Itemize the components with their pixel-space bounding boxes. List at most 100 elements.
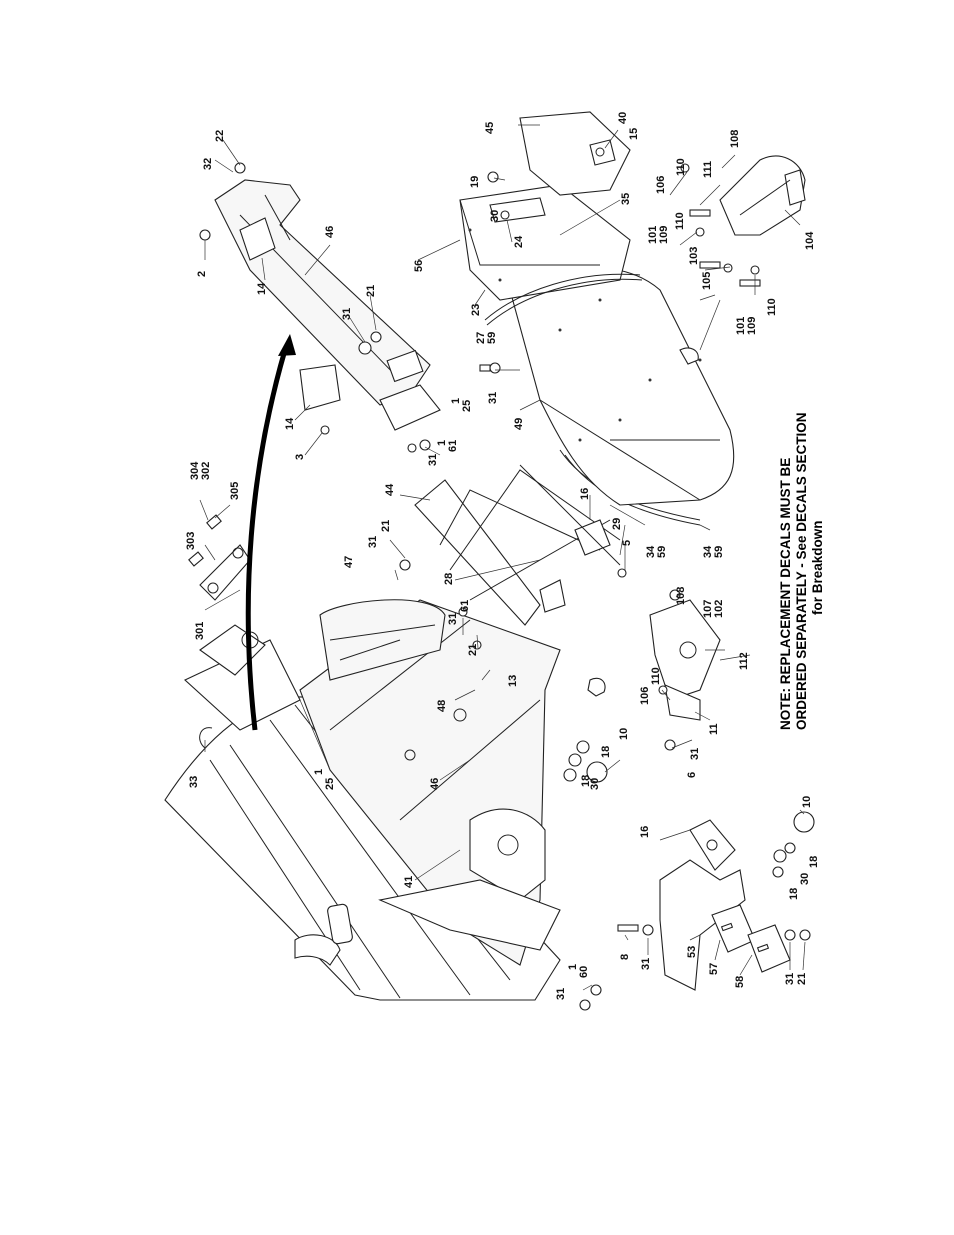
- callout-16: 16: [579, 488, 591, 500]
- callout-112: 112: [738, 652, 750, 670]
- callout-28: 28: [443, 573, 455, 585]
- callout-106: 106: [655, 176, 667, 194]
- callout-10: 10: [801, 796, 813, 808]
- leader-lines: [199, 124, 806, 991]
- callout-59: 59: [486, 332, 498, 344]
- callout-22: 22: [214, 130, 226, 142]
- callout-101: 101: [647, 226, 659, 244]
- callout-35: 35: [620, 193, 632, 205]
- cover-45: [519, 111, 631, 196]
- callout-104: 104: [804, 231, 816, 250]
- callout-21: 21: [380, 520, 392, 532]
- callout-21: 21: [467, 644, 479, 656]
- callout-45: 45: [484, 122, 496, 134]
- bracket-112: [587, 599, 721, 721]
- callout-18: 18: [788, 888, 800, 900]
- callout-46: 46: [429, 778, 441, 790]
- callout-111: 111: [702, 161, 714, 178]
- callout-11: 11: [708, 723, 720, 735]
- decal-note: NOTE: REPLACEMENT DECALS MUST BE ORDERED…: [778, 412, 825, 730]
- hardware: [199, 162, 815, 1011]
- callout-16: 16: [639, 826, 651, 838]
- callout-2: 2: [196, 271, 208, 277]
- callout-32: 32: [202, 158, 214, 170]
- callout-31: 31: [784, 973, 796, 985]
- callout-40: 40: [617, 112, 629, 124]
- callout-14: 14: [256, 282, 268, 295]
- assembly-arrow: [245, 334, 296, 731]
- callout-60: 60: [578, 966, 590, 978]
- callout-304: 304: [189, 461, 201, 480]
- callout-34: 34: [702, 545, 714, 558]
- callout-8: 8: [619, 954, 631, 960]
- strip-27: [484, 273, 643, 326]
- callout-41: 41: [403, 876, 415, 888]
- callout-61: 61: [447, 440, 459, 452]
- callout-47: 47: [343, 556, 355, 568]
- callout-30: 30: [799, 873, 811, 885]
- callout-109: 109: [746, 317, 758, 335]
- callout-24: 24: [513, 235, 525, 248]
- callout-1: 1: [313, 769, 325, 775]
- callout-31: 31: [447, 613, 459, 625]
- callout-31: 31: [427, 454, 439, 466]
- callout-31: 31: [689, 748, 701, 760]
- callout-31: 31: [367, 536, 379, 548]
- callout-25: 25: [461, 400, 473, 412]
- callout-29: 29: [611, 518, 623, 530]
- callout-18: 18: [808, 856, 820, 868]
- callout-61: 61: [459, 600, 471, 612]
- callout-31: 31: [341, 308, 353, 320]
- callout-59: 59: [713, 546, 725, 558]
- callout-302: 302: [200, 462, 212, 480]
- callout-49: 49: [513, 418, 525, 430]
- callout-33: 33: [188, 776, 200, 788]
- callout-18: 18: [580, 775, 592, 787]
- callout-57: 57: [708, 963, 720, 975]
- callout-21: 21: [796, 973, 808, 985]
- callout-18: 18: [600, 746, 612, 758]
- callout-21: 21: [365, 285, 377, 297]
- callout-30: 30: [589, 778, 601, 790]
- cross-member-assembly: [414, 464, 621, 626]
- callout-1: 1: [567, 964, 579, 970]
- callout-106: 106: [639, 687, 651, 705]
- callout-105: 105: [701, 272, 713, 290]
- callout-14: 14: [284, 417, 296, 430]
- callout-1: 1: [436, 440, 448, 446]
- callout-56: 56: [413, 260, 425, 272]
- callout-102: 102: [713, 600, 725, 618]
- callout-107: 107: [702, 600, 714, 618]
- callout-13: 13: [507, 675, 519, 687]
- callout-303: 303: [185, 532, 197, 550]
- callout-101: 101: [735, 317, 747, 335]
- callout-31: 31: [555, 988, 567, 1000]
- callout-3: 3: [294, 454, 306, 460]
- callout-305: 305: [229, 482, 241, 500]
- callout-44: 44: [384, 483, 396, 496]
- callout-6: 6: [686, 772, 698, 778]
- callout-110: 110: [674, 212, 686, 230]
- callout-31: 31: [487, 392, 499, 404]
- hood-49: [509, 266, 735, 506]
- plate-58: [747, 924, 791, 973]
- callout-34: 34: [645, 545, 657, 558]
- callout-30: 30: [489, 210, 501, 222]
- callout-109: 109: [658, 226, 670, 244]
- callout-19: 19: [469, 176, 481, 188]
- callout-25: 25: [324, 778, 336, 790]
- callout-15: 15: [628, 128, 640, 140]
- callout-31: 31: [640, 958, 652, 970]
- callout-108: 108: [675, 587, 687, 605]
- housing-56: [459, 184, 631, 301]
- callout-58: 58: [734, 976, 746, 988]
- callout-301: 301: [194, 622, 206, 640]
- callout-110: 110: [766, 298, 778, 316]
- callout-103: 103: [688, 247, 700, 265]
- callout-53: 53: [686, 946, 698, 958]
- frame-assembly: [299, 599, 561, 966]
- upper-frame: [214, 179, 441, 431]
- callout-23: 23: [470, 304, 482, 316]
- callout-110: 110: [650, 667, 662, 685]
